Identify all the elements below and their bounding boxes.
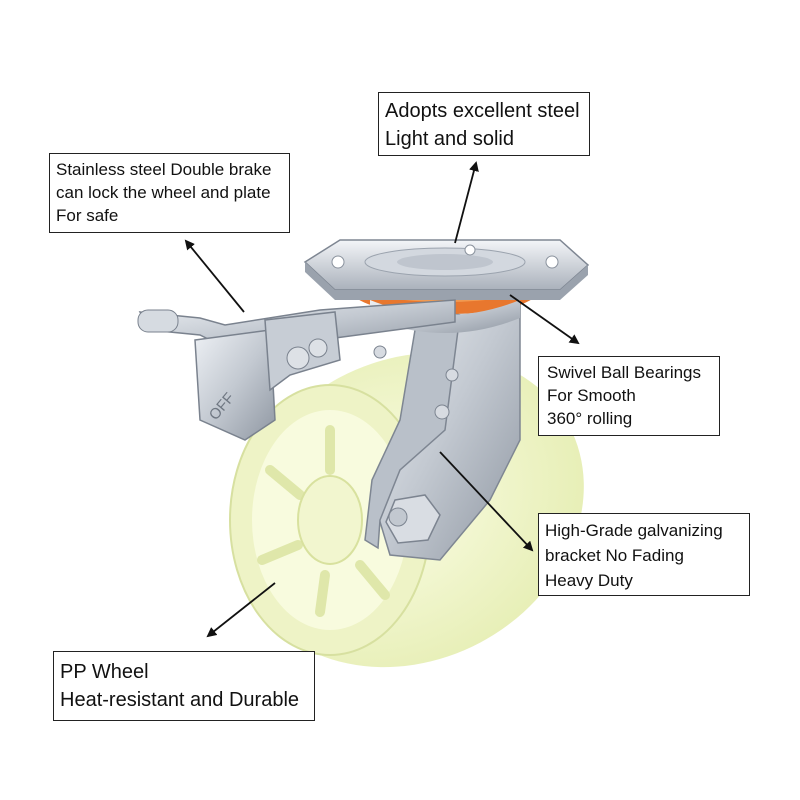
callout-brake-line-1: Stainless steel Double brake: [56, 160, 272, 179]
callout-bearing-line-3: 360° rolling: [547, 409, 633, 428]
callout-steel-line-1: Adopts excellent steel: [385, 100, 580, 122]
galvanized-bracket: [364, 289, 521, 561]
callout-brake-line-3: For safe: [56, 206, 119, 225]
callout-ball-bearings: Swivel Ball Bearings For Smooth 360° rol…: [538, 356, 720, 436]
callout-pp-wheel: PP Wheel Heat-resistant and Durable: [53, 651, 315, 721]
callout-arrows: [184, 161, 580, 638]
callout-double-brake: Stainless steel Double brake can lock th…: [49, 153, 290, 233]
callout-bracket-line-2: bracket No Fading: [545, 546, 684, 565]
callout-steel: Adopts excellent steel Light and solid: [378, 92, 590, 156]
arrow-brake: [184, 239, 245, 313]
axle-bolt: [385, 494, 441, 544]
arrow-bearing: [509, 294, 580, 345]
double-brake-lever: OFF: [137, 299, 456, 441]
top-mounting-plate: [303, 239, 590, 300]
callout-wheel-line-2: Heat-resistant and Durable: [60, 689, 300, 711]
callout-bearing-line-1: Swivel Ball Bearings: [547, 363, 702, 382]
arrow-wheel: [206, 582, 276, 638]
callout-bracket-line-3: Heavy Duty: [545, 571, 633, 590]
callout-bracket-line-1: High-Grade galvanizing: [545, 521, 723, 540]
callout-brake-line-2: can lock the wheel and plate: [56, 183, 271, 202]
callout-galvanized-bracket: High-Grade galvanizing bracket No Fading…: [538, 513, 750, 596]
arrow-bracket: [439, 451, 534, 552]
wheel-ribs: [257, 425, 390, 617]
arrow-top: [454, 161, 479, 244]
callout-bearing-line-2: For Smooth: [547, 386, 636, 405]
callout-steel-line-2: Light and solid: [385, 128, 514, 150]
callout-wheel-line-1: PP Wheel: [60, 661, 149, 683]
